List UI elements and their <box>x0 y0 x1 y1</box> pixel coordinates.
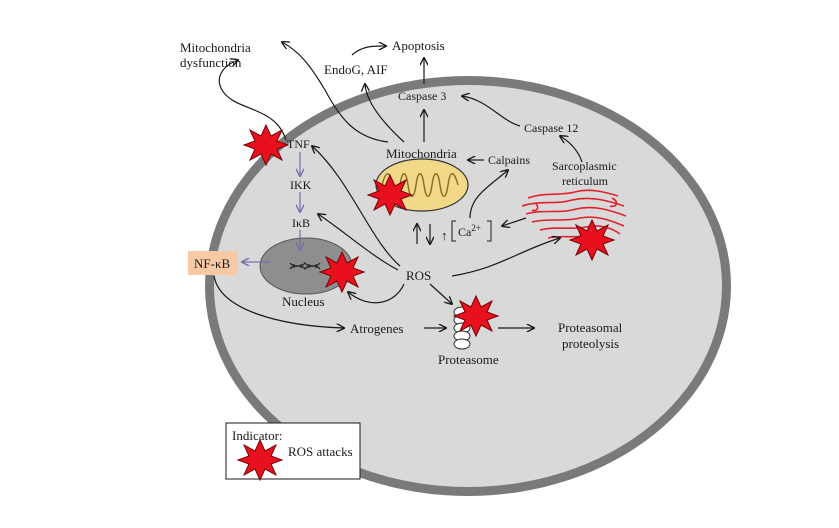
legend: Indicator: ROS attacks <box>225 422 361 481</box>
ros-burst-icon-mitochondria <box>367 174 413 216</box>
label-ros: ROS <box>406 268 431 283</box>
ros-burst-icon-tnf <box>243 124 289 166</box>
label-nucleus: Nucleus <box>282 294 325 309</box>
label-sr-2: reticulum <box>562 174 609 188</box>
label-atrogenes: Atrogenes <box>350 321 403 336</box>
ros-burst-icon-sr <box>569 219 615 261</box>
dna-icon <box>289 262 321 270</box>
label-endog-aif: EndoG, AIF <box>324 62 388 77</box>
cell-inner <box>214 85 722 487</box>
label-ca-up-arrow: ↑ <box>441 228 448 243</box>
label-proteolysis-2: proteolysis <box>562 336 619 351</box>
label-proteasome: Proteasome <box>438 352 499 367</box>
label-mito-dysfunction-1: Mitochondria <box>180 40 251 55</box>
label-caspase3: Caspase 3 <box>398 89 446 103</box>
label-mito-dysfunction-2: dysfunction <box>180 55 242 70</box>
label-ikk: IKK <box>290 178 312 192</box>
ros-burst-icon-nucleus <box>319 251 365 293</box>
label-sr-1: Sarcoplasmic <box>552 159 617 173</box>
nfkb-box <box>188 251 238 275</box>
label-proteolysis-1: Proteasomal <box>558 320 623 335</box>
label-nfkb: NF-κB <box>194 256 230 271</box>
legend-title: Indicator: <box>232 428 283 443</box>
label-ca: Ca2+ <box>458 223 481 239</box>
label-caspase12: Caspase 12 <box>524 121 578 135</box>
legend-burst-icon <box>237 439 283 481</box>
ca-bracket-left <box>451 220 456 242</box>
label-ikb: IκB <box>292 216 310 230</box>
legend-item: ROS attacks <box>288 444 353 459</box>
label-apoptosis: Apoptosis <box>392 38 445 53</box>
ros-burst-icon-proteasome <box>453 295 499 337</box>
label-calpains: Calpains <box>488 153 530 167</box>
label-mitochondria: Mitochondria <box>386 146 457 161</box>
sarcoplasmic-reticulum-shape <box>521 189 627 239</box>
ca-bracket-right <box>487 220 492 242</box>
pathway-arrows <box>213 42 583 328</box>
label-tnf: TNF <box>287 137 310 151</box>
